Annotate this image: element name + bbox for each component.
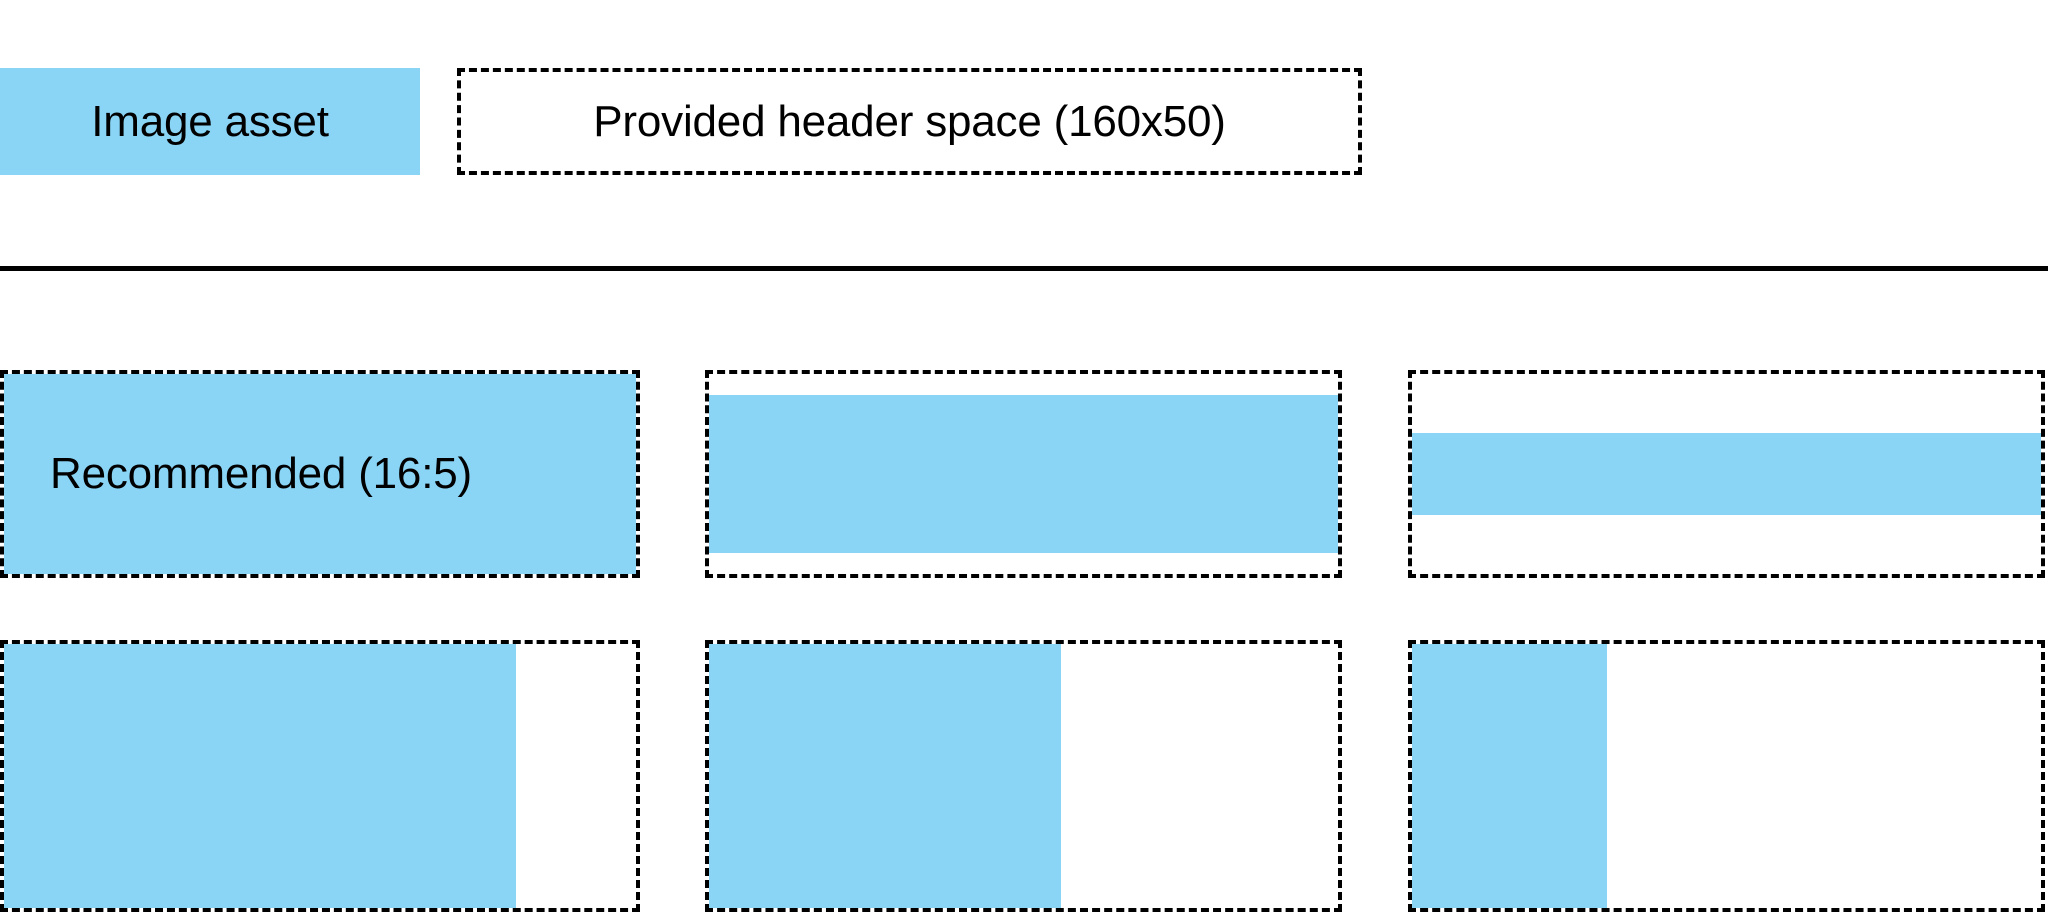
aspect-card-fill: [709, 395, 1338, 553]
width-card-fill: [4, 644, 516, 908]
aspect-card-recommended: Recommended (16:5): [0, 370, 640, 578]
image-asset-swatch: Image asset: [0, 68, 420, 175]
aspect-card-fill: [4, 374, 636, 574]
width-card-fill: [709, 644, 1062, 908]
width-card-wide: [0, 640, 640, 912]
header-legend-row: Image asset Provided header space (160x5…: [0, 68, 2048, 175]
provided-header-space-label: Provided header space (160x50): [593, 96, 1226, 146]
aspect-card-medium: [705, 370, 1342, 578]
width-card-medium: [705, 640, 1342, 912]
aspect-card-fill: [1412, 433, 2041, 515]
provided-header-space-box: Provided header space (160x50): [457, 68, 1362, 175]
aspect-card-short: [1408, 370, 2045, 578]
section-divider: [0, 266, 2048, 271]
recommended-ratio-label: Recommended (16:5): [50, 449, 472, 498]
width-card-fill: [1412, 644, 1607, 908]
width-card-narrow: [1408, 640, 2045, 912]
image-asset-label: Image asset: [91, 96, 329, 146]
